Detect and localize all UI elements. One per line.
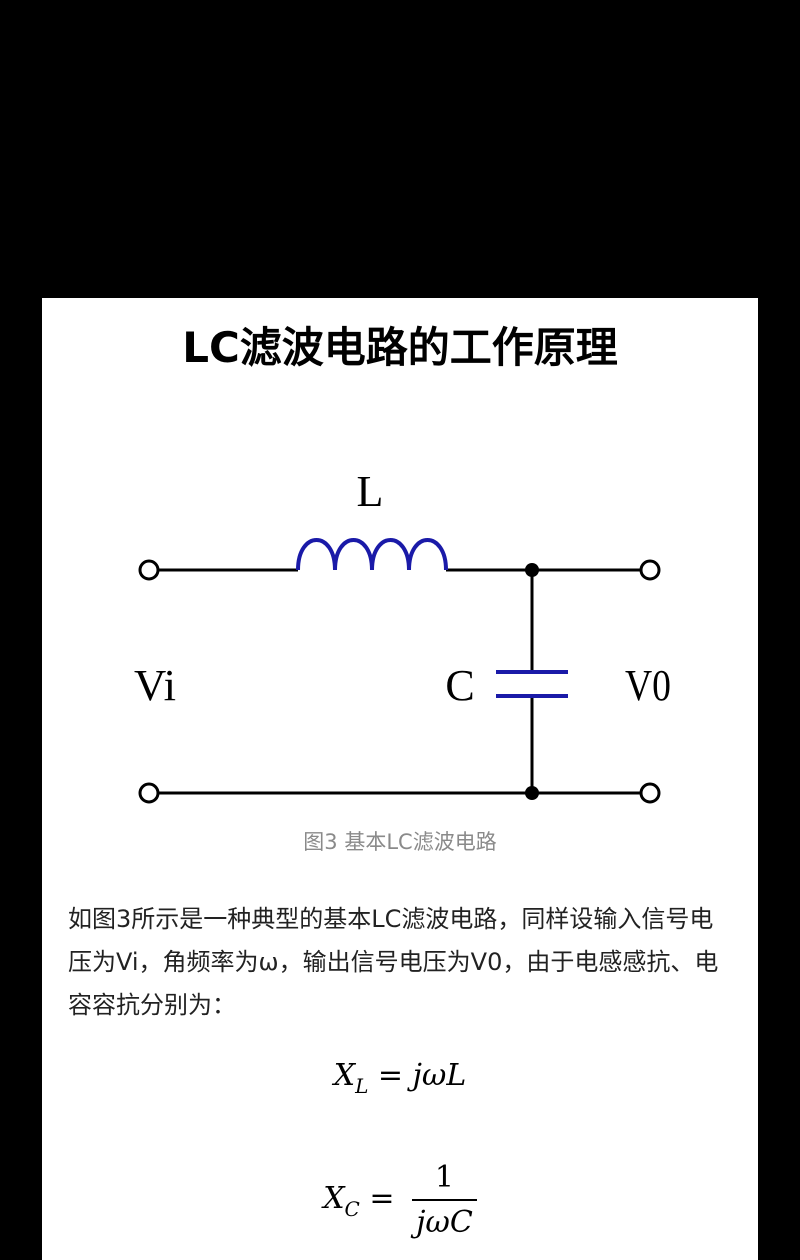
- input-terminal-top: [138, 559, 160, 581]
- output-terminal-bottom: [639, 782, 661, 804]
- formula-xc-equals: =: [359, 1181, 405, 1216]
- output-terminal-top: [639, 559, 661, 581]
- formula-xl-rhs: jωL: [412, 1058, 467, 1093]
- body-paragraph: 如图3所示是一种典型的基本LC滤波电路，同样设输入信号电压为Vi，角频率为ω，输…: [68, 905, 719, 1019]
- inductor-label: L: [357, 467, 384, 516]
- junction-dot-bottom: [525, 786, 539, 800]
- input-terminal-bottom: [138, 782, 160, 804]
- formula-xc-lhs: X: [323, 1181, 345, 1216]
- figure-caption: 图3 基本LC滤波电路: [303, 830, 497, 854]
- formula-xc-subscript: C: [344, 1197, 360, 1221]
- junction-dot-top: [525, 563, 539, 577]
- capacitor-label: C: [445, 661, 474, 710]
- inductor-coil: [296, 538, 448, 571]
- formula-xc-numerator: 1: [434, 1160, 454, 1195]
- formula-xc-denominator: jωC: [412, 1199, 477, 1240]
- output-voltage-label: V0: [625, 661, 671, 710]
- article-card: [42, 298, 758, 1260]
- article-title: LC滤波电路的工作原理: [182, 323, 618, 372]
- lc-filter-circuit-diagram: L C Vi V0: [134, 467, 671, 804]
- inductive-reactance-formula: XL = jωL: [0, 1058, 800, 1098]
- capacitive-reactance-formula: XC = 1 jωC: [0, 1160, 800, 1240]
- formula-xc-fraction: 1 jωC: [412, 1160, 477, 1240]
- formula-xl-equals: =: [368, 1058, 413, 1093]
- input-voltage-label: Vi: [134, 661, 176, 710]
- formula-xl-lhs: X: [333, 1058, 356, 1093]
- formula-xl-subscript: L: [355, 1074, 369, 1098]
